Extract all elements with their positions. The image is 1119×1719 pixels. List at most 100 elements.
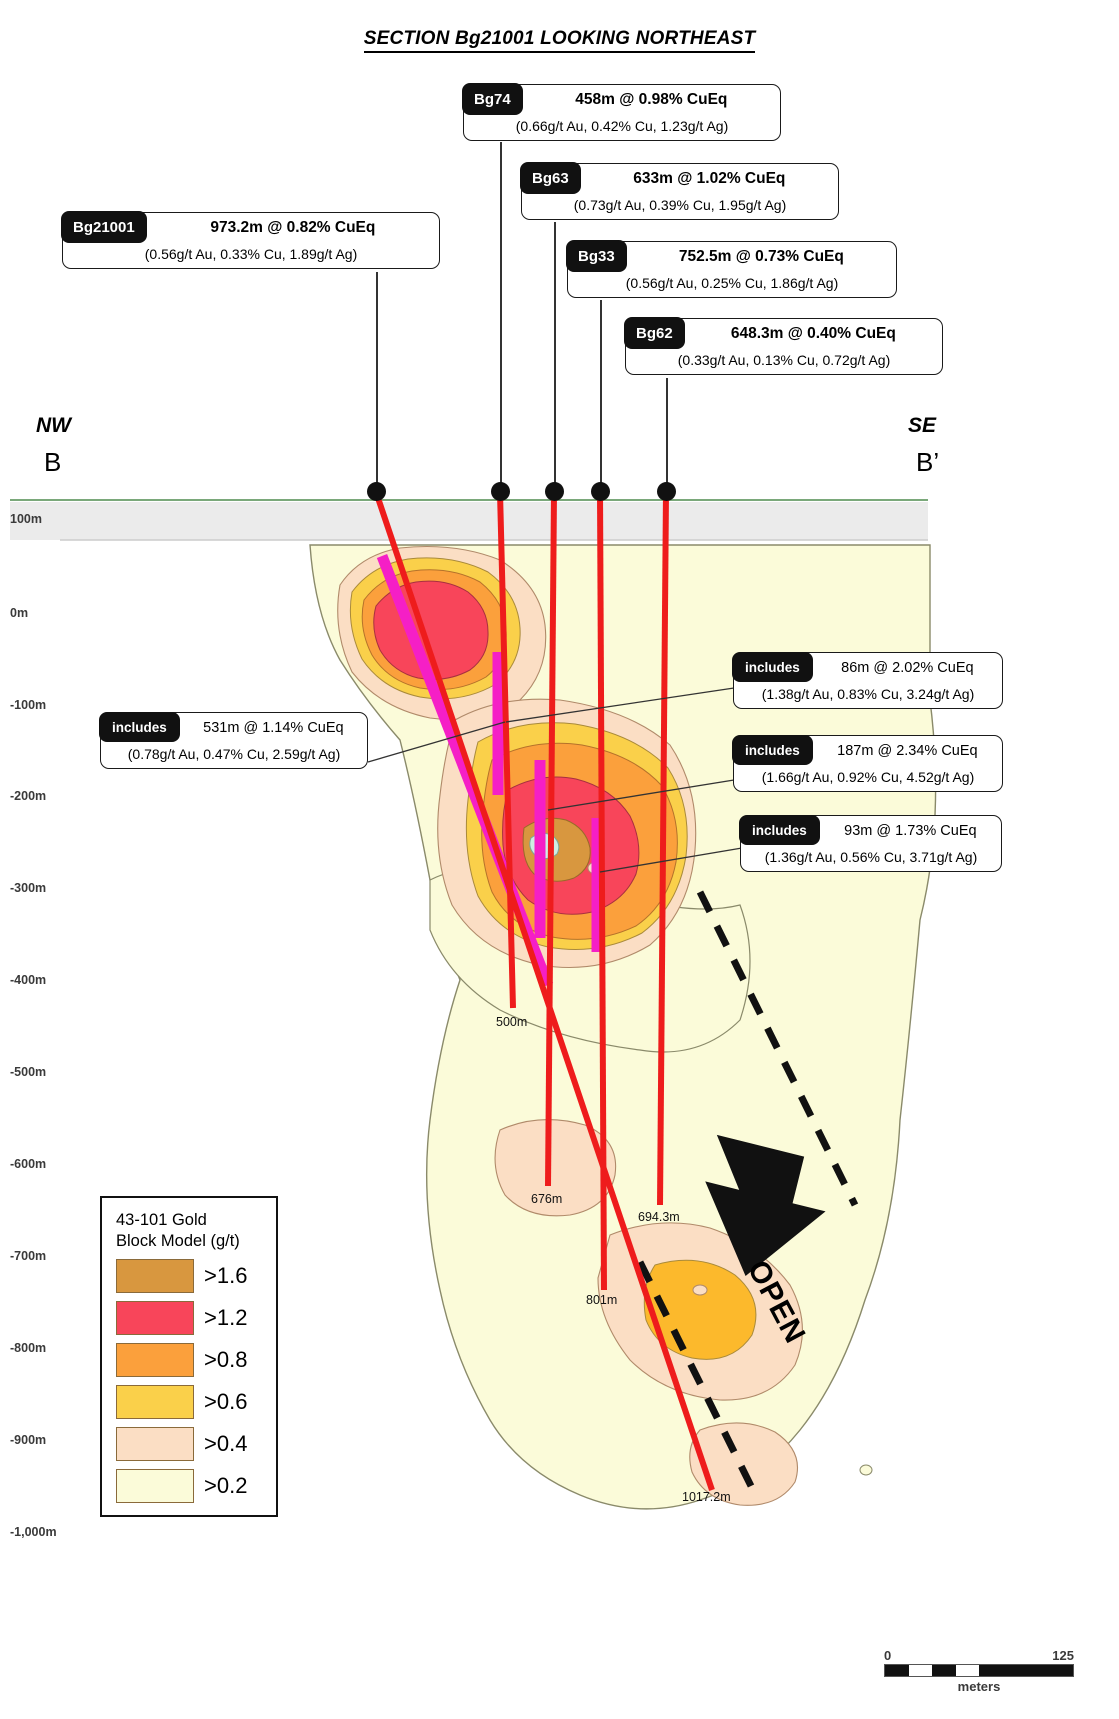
grade-minor-dot: [859, 1464, 873, 1476]
grade-shell-0p4-tail: [689, 1422, 799, 1506]
callout-includes-531-sub: (0.78g/t Au, 0.47% Cu, 2.59g/t Ag): [127, 746, 341, 762]
callout-bg74-sub: (0.66g/t Au, 0.42% Cu, 1.23g/t Ag): [515, 118, 729, 134]
depth-label-m1000m: -1,000m: [10, 1525, 57, 1539]
collar-dot-bg74[interactable]: [491, 482, 510, 501]
hole-end-depth-bg63: 676m: [531, 1192, 563, 1206]
depth-label-m600m: -600m: [10, 1157, 47, 1171]
callout-bg33-headline: 752.5m @ 0.73% CuEq: [678, 248, 844, 265]
callout-bg33-sub: (0.56g/t Au, 0.25% Cu, 1.86g/t Ag): [625, 275, 839, 291]
scale-bar-segment: [979, 1665, 1073, 1676]
hole-end-depth-bg74: 500m: [496, 1015, 528, 1029]
depth-label-m700m: -700m: [10, 1249, 47, 1263]
leader-line-bg62: [666, 378, 668, 492]
legend-row: >0.4: [116, 1427, 266, 1462]
projection-dashed-line-lower: [636, 1260, 756, 1490]
scale-bar-min: 0: [884, 1648, 892, 1663]
collar-dot-bg62[interactable]: [657, 482, 676, 501]
callout-bg21001[interactable]: Bg21001 973.2m @ 0.82% CuEq (0.56g/t Au,…: [61, 211, 440, 269]
callout-bg62[interactable]: Bg62 648.3m @ 0.40% CuEq (0.33g/t Au, 0.…: [624, 317, 943, 375]
depth-label-m300m: -300m: [10, 881, 47, 895]
drillhole-trace-bg21001: [373, 491, 715, 1491]
callout-includes-93[interactable]: includes 93m @ 1.73% CuEq (1.36g/t Au, 0…: [739, 815, 1002, 872]
legend-value: >0.8: [204, 1347, 248, 1373]
callout-bg74[interactable]: Bg74 458m @ 0.98% CuEq (0.66g/t Au, 0.42…: [462, 83, 781, 141]
legend-title-line2: Block Model (g/t): [116, 1231, 240, 1250]
callout-includes-93-sub: (1.36g/t Au, 0.56% Cu, 3.71g/t Ag): [764, 849, 978, 865]
callout-bg21001-sub: (0.56g/t Au, 0.33% Cu, 1.89g/t Ag): [144, 246, 358, 262]
legend-title: 43-101 Gold Block Model (g/t): [116, 1210, 266, 1251]
scale-bar-segment: [932, 1665, 956, 1676]
depth-label-100m: 100m: [10, 512, 42, 526]
callout-bg62-id: Bg62: [624, 317, 685, 349]
callout-bg74-id: Bg74: [462, 83, 523, 115]
legend-value: >1.6: [204, 1263, 248, 1289]
hole-end-depth-bg33: 801m: [586, 1293, 618, 1307]
depth-label-0m: 0m: [10, 606, 29, 620]
scale-bar-segment: [908, 1665, 932, 1676]
depth-label-m400m: -400m: [10, 973, 47, 987]
legend-swatch: [116, 1385, 194, 1420]
drillhole-trace-bg33: [597, 491, 607, 1291]
callout-bg33[interactable]: Bg33 752.5m @ 0.73% CuEq (0.56g/t Au, 0.…: [566, 240, 897, 298]
callout-bg21001-id: Bg21001: [61, 211, 147, 243]
legend-row: >0.2: [116, 1469, 266, 1504]
legend-row: >1.6: [116, 1259, 266, 1294]
scale-bar-numbers: 0 125: [884, 1648, 1074, 1663]
legend-value: >0.2: [204, 1473, 248, 1499]
collar-dot-bg33[interactable]: [591, 482, 610, 501]
depth-label-m500m: -500m: [10, 1065, 47, 1079]
scale-bar-segment: [885, 1665, 909, 1676]
direction-label-se: SE: [908, 414, 937, 437]
callout-includes-86-sub: (1.38g/t Au, 0.83% Cu, 3.24g/t Ag): [761, 686, 975, 702]
legend-value: >0.6: [204, 1389, 248, 1415]
legend-row: >0.8: [116, 1343, 266, 1378]
callout-bg21001-headline: 973.2m @ 0.82% CuEq: [210, 219, 376, 236]
callout-includes-531-tag: includes: [99, 712, 180, 742]
legend-swatch: [116, 1301, 194, 1336]
depth-label-m900m: -900m: [10, 1433, 47, 1447]
depth-label-m800m: -800m: [10, 1341, 47, 1355]
legend-row: >0.6: [116, 1385, 266, 1420]
drillhole-trace-bg63: [545, 491, 557, 1187]
callout-includes-187-sub: (1.66g/t Au, 0.92% Cu, 4.52g/t Ag): [761, 769, 975, 785]
legend-value: >0.4: [204, 1431, 248, 1457]
callout-includes-187[interactable]: includes 187m @ 2.34% CuEq (1.66g/t Au, …: [732, 735, 1003, 792]
callout-bg62-headline: 648.3m @ 0.40% CuEq: [730, 325, 896, 342]
grade-minor-dot-2: [692, 1284, 708, 1296]
leader-line-bg21001: [376, 272, 378, 492]
projection-dashed-line: [696, 890, 859, 1207]
depth-label-m100m: -100m: [10, 698, 47, 712]
callout-bg63[interactable]: Bg63 633m @ 1.02% CuEq (0.73g/t Au, 0.39…: [520, 162, 839, 220]
drillhole-trace-bg74: [497, 491, 516, 1009]
callout-includes-93-headline: 93m @ 1.73% CuEq: [844, 823, 977, 839]
legend-swatch: [116, 1259, 194, 1294]
callout-bg63-sub: (0.73g/t Au, 0.39% Cu, 1.95g/t Ag): [573, 197, 787, 213]
depth-label-m200m: -200m: [10, 789, 47, 803]
callout-includes-86-headline: 86m @ 2.02% CuEq: [841, 660, 974, 676]
leader-line-bg33: [600, 300, 602, 492]
open-direction-arrow: [705, 1134, 826, 1276]
scale-bar: 0 125 meters: [884, 1648, 1074, 1694]
collar-dot-bg21001[interactable]: [367, 482, 386, 501]
legend-row: >1.2: [116, 1301, 266, 1336]
scale-bar-segment: [955, 1665, 979, 1676]
callout-includes-187-headline: 187m @ 2.34% CuEq: [837, 743, 978, 759]
legend-block-model: 43-101 Gold Block Model (g/t) >1.6 >1.2 …: [100, 1196, 278, 1518]
callout-bg74-headline: 458m @ 0.98% CuEq: [575, 91, 728, 108]
callout-bg63-id: Bg63: [520, 162, 581, 194]
legend-title-line1: 43-101 Gold: [116, 1211, 207, 1229]
callout-includes-531[interactable]: includes 531m @ 1.14% CuEq (0.78g/t Au, …: [99, 712, 368, 769]
scale-bar-graphic: [884, 1664, 1074, 1677]
callout-bg33-id: Bg33: [566, 240, 627, 272]
page-title-text: SECTION Bg21001 LOOKING NORTHEAST: [363, 28, 756, 53]
overburden-band: [10, 502, 928, 540]
callout-includes-86[interactable]: includes 86m @ 2.02% CuEq (1.38g/t Au, 0…: [732, 652, 1003, 709]
callout-bg62-sub: (0.33g/t Au, 0.13% Cu, 0.72g/t Ag): [677, 352, 891, 368]
scale-bar-max: 125: [1052, 1648, 1074, 1663]
leader-line-bg74: [500, 142, 502, 492]
legend-swatch: [116, 1343, 194, 1378]
legend-swatch: [116, 1427, 194, 1462]
direction-label-nw: NW: [36, 414, 71, 437]
collar-dot-bg63[interactable]: [545, 482, 564, 501]
